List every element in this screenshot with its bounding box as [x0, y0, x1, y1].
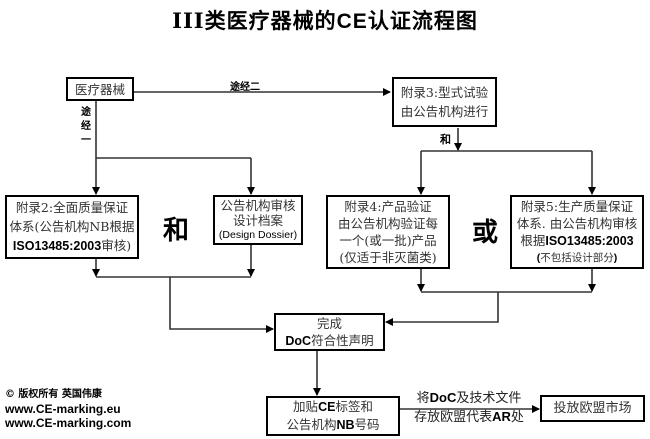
node-ce-label: 加贴CE标签和 公告机构NB号码: [266, 396, 400, 436]
node-annex4: 附录4:产品验证 由公告机构验证每 一个(或一批)产品 (仅适于非灭菌类): [326, 195, 450, 269]
label-and-big: 和: [163, 216, 190, 246]
node-medical-device: 医疗器械: [66, 77, 134, 101]
copyright-icon: ©: [5, 389, 15, 400]
label-route1: 途 经 一: [81, 107, 91, 146]
label-route2: 途经二: [230, 82, 260, 93]
label-or-big: 或: [472, 218, 499, 248]
link-url-eu[interactable]: www.CE-marking.eu: [5, 402, 121, 416]
node-design-dossier: 公告机构审核 设计档案 (Design Dossier): [213, 195, 303, 245]
link-url-com[interactable]: www.CE-marking.com: [5, 416, 132, 430]
node-annex5: 附录5:生产质量保证 体系. 由公告机构审核 根据ISO13485:2003 (…: [510, 195, 644, 269]
label-and-small: 和: [440, 133, 451, 146]
label-store-doc: 将DoC及技术文件 存放欧盟代表AR处: [414, 390, 524, 425]
copyright-block: © 版权所有 英国伟康 www.CE-marking.eu www.CE-mar…: [5, 389, 132, 430]
merge-left-to-doc: [169, 277, 274, 333]
diagram-title: III类医疗器械的CE认证流程图: [172, 8, 478, 33]
node-annex2: 附录2:全面质量保证 体系(公告机构NB根据 ISO13485:2003审核): [5, 195, 139, 259]
ce-mark: CE: [336, 10, 368, 33]
node-annex3: 附录3:型式试验 由公告机构进行: [392, 77, 497, 127]
node-doc: 完成 DoC符合性声明: [274, 313, 385, 351]
merge-right-to-doc: [385, 292, 499, 326]
node-market: 投放欧盟市场: [540, 395, 645, 422]
